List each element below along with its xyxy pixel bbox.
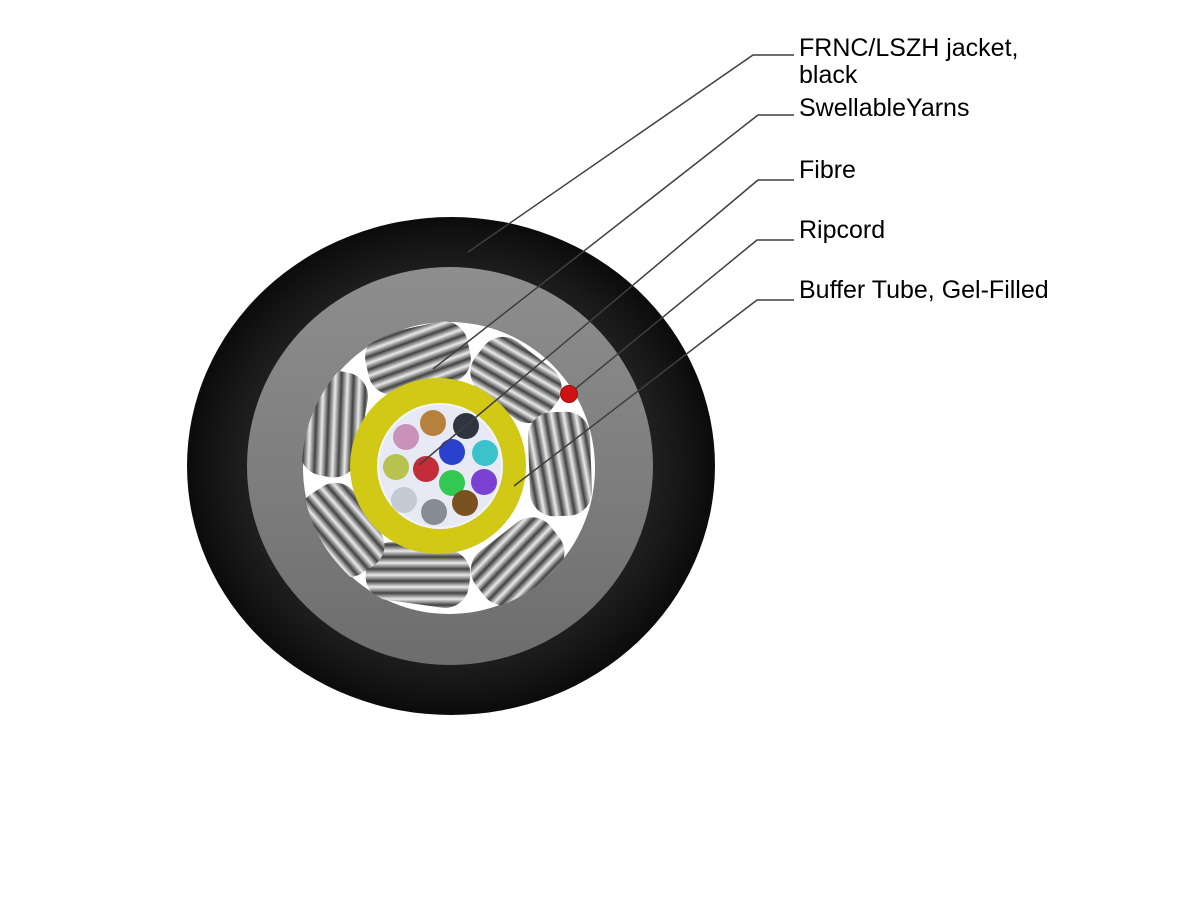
ripcord-dot	[560, 385, 578, 403]
fibre-dot-white	[391, 487, 417, 513]
fibre-dot-yellow	[383, 454, 409, 480]
leader-line-jacket	[467, 54, 794, 253]
fibre-dot-orange	[420, 410, 446, 436]
leader-line-group	[418, 54, 794, 487]
label-buffer-tube: Buffer Tube, Gel-Filled	[799, 276, 1049, 304]
label-ripcord: Ripcord	[799, 216, 886, 244]
leader-line-fibre	[418, 179, 794, 466]
yarn-bundle-top	[365, 321, 471, 395]
fibre-dot-slate	[421, 499, 447, 525]
label-fibre: Fibre	[799, 156, 856, 184]
leader-line-ripcord	[568, 239, 794, 395]
fibre-dot-blue	[439, 439, 465, 465]
label-jacket-line2: black	[799, 61, 858, 89]
fibre-dot-red	[413, 456, 439, 482]
yarn-bundle-bottom-right	[470, 517, 565, 606]
fibre-dot-rose	[393, 424, 419, 450]
fibre-dot-violet	[471, 469, 497, 495]
yarn-bundle-bottom	[365, 542, 471, 608]
fibre-dot-green	[439, 470, 465, 496]
label-jacket-line1: FRNC/LSZH jacket,	[799, 34, 1019, 62]
label-jacket: FRNC/LSZH jacket, black	[799, 35, 1018, 89]
leader-line-swellable-yarns	[432, 114, 794, 370]
yarn-bundle-right	[528, 411, 592, 517]
fibre-dot-aqua	[472, 440, 498, 466]
yarn-bundle-top-right	[470, 336, 562, 424]
label-swellable-yarns: SwellableYarns	[799, 94, 970, 122]
leader-line-buffer-tube	[513, 299, 794, 487]
fibre-dot-brown	[452, 490, 478, 516]
